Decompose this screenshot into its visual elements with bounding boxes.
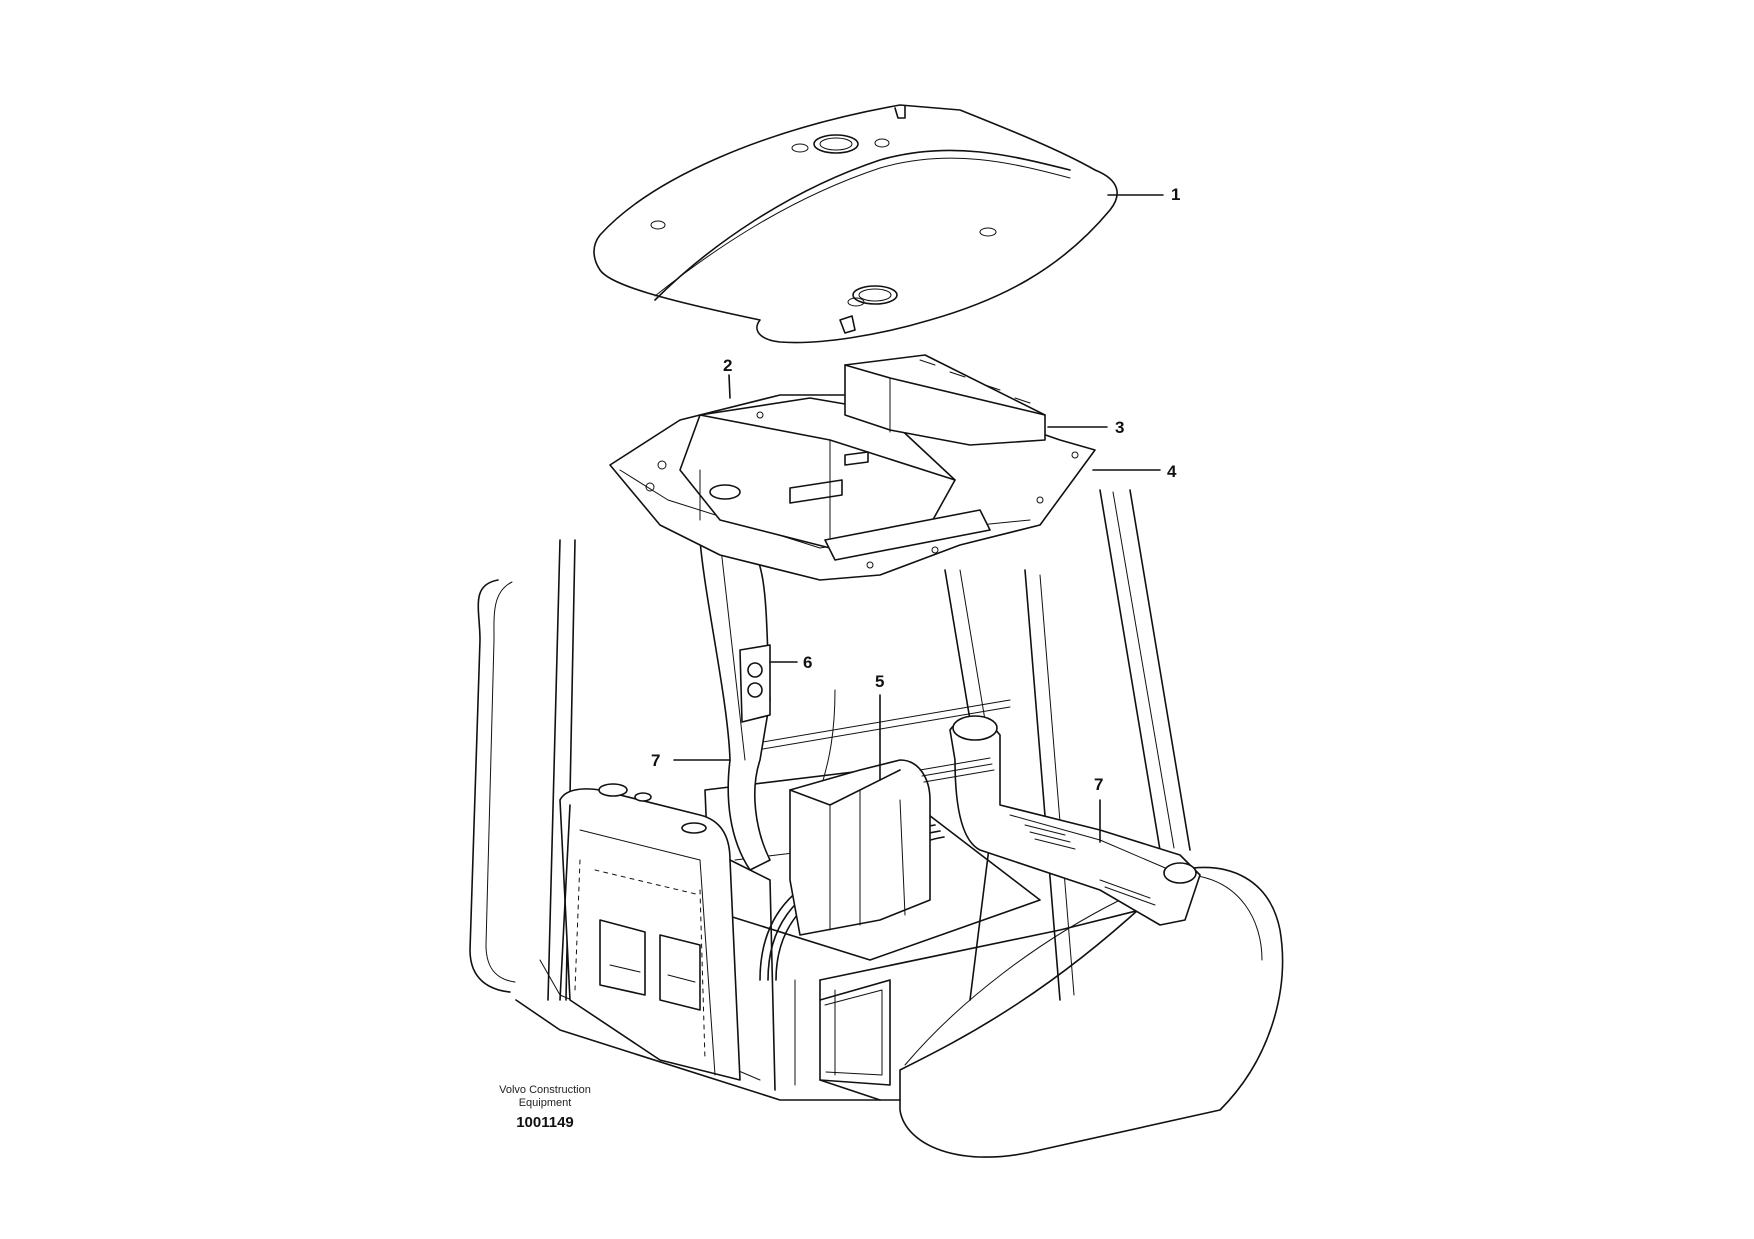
cab-frame: [469, 489, 1191, 1101]
fender: [899, 866, 1284, 1158]
callout-1: 1: [1171, 185, 1181, 204]
callout-2: 2: [723, 356, 733, 375]
company-caption: Volvo Construction Equipment: [490, 1084, 600, 1110]
roof-tray: [609, 354, 1096, 581]
callout-7-left: 7: [651, 751, 661, 770]
center-unit: [789, 759, 931, 936]
storage-box: [559, 783, 776, 1091]
callout-4: 4: [1167, 462, 1177, 481]
callout-5: 5: [875, 672, 885, 691]
roof-cover: [593, 104, 1118, 344]
drawing-number: 1001149: [516, 1114, 574, 1131]
air-duct-right: [919, 715, 1201, 926]
callout-6: 6: [803, 653, 813, 672]
callout-7-right: 7: [1094, 775, 1104, 794]
air-duct-left: [699, 539, 771, 871]
leader-lines: [673, 194, 1164, 843]
company-line-1: Volvo Construction: [499, 1084, 591, 1096]
company-line-2: Equipment: [518, 1097, 572, 1109]
callout-3: 3: [1115, 418, 1125, 437]
